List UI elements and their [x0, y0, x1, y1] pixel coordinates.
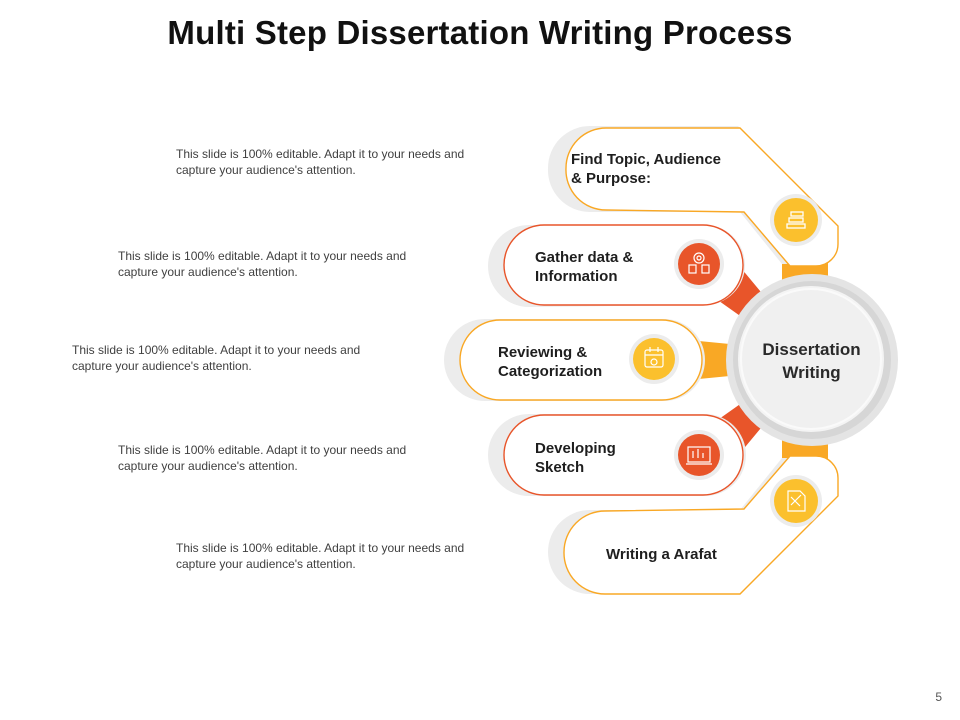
- step-5-label-line1: Writing a Arafat: [606, 546, 717, 563]
- slide-title: Multi Step Dissertation Writing Process: [167, 14, 793, 51]
- sketch-board-icon: [686, 446, 712, 465]
- page-number: 5: [935, 690, 942, 704]
- step-3-label-line2: Categorization: [498, 363, 603, 380]
- step-2-icon-badge: [674, 239, 724, 289]
- center-label-line1: Dissertation: [762, 340, 861, 359]
- step-4-label-line1: Developing: [535, 440, 616, 457]
- step-5-description: This slide is 100% editable. Adapt it to…: [176, 541, 465, 571]
- step-1-label: Find Topic, Audience & Purpose:: [571, 150, 721, 188]
- center-node: [726, 274, 898, 446]
- step-4-description: This slide is 100% editable. Adapt it to…: [118, 443, 407, 473]
- document-pen-icon: [787, 490, 806, 512]
- step-4-shape: [488, 414, 746, 496]
- step-2-label: Gather data & Information: [535, 248, 633, 286]
- step-2-label-line2: Information: [535, 268, 618, 285]
- books-icon: [786, 211, 806, 229]
- step-2-label-line1: Gather data &: [535, 249, 634, 266]
- step-5-label: Writing a Arafat: [606, 545, 717, 564]
- step-3-description: This slide is 100% editable. Adapt it to…: [72, 343, 361, 373]
- step-2-description: This slide is 100% editable. Adapt it to…: [118, 249, 407, 279]
- center-label-line2: Writing: [782, 363, 841, 382]
- step-3-label-line1: Reviewing &: [498, 344, 588, 361]
- step-1-label-line2: & Purpose:: [571, 170, 652, 187]
- target-documents-icon: [688, 252, 710, 274]
- step-1-shape: [547, 126, 839, 267]
- step-5-shape: [548, 455, 839, 595]
- step-3-icon-badge: [629, 334, 679, 384]
- step-4-icon-badge: [674, 430, 724, 480]
- step-4-label: Developing Sketch: [535, 439, 616, 477]
- step-5-icon-badge: [770, 475, 822, 527]
- step-1-description: This slide is 100% editable. Adapt it to…: [176, 147, 465, 177]
- step-3-label: Reviewing & Categorization: [498, 343, 602, 381]
- calendar-icon: [644, 347, 664, 368]
- step-1-icon-badge: [770, 194, 822, 246]
- center-label: Dissertation Writing: [740, 338, 883, 384]
- step-1-label-line1: Find Topic, Audience: [571, 151, 721, 168]
- step-4-label-line2: Sketch: [535, 459, 585, 476]
